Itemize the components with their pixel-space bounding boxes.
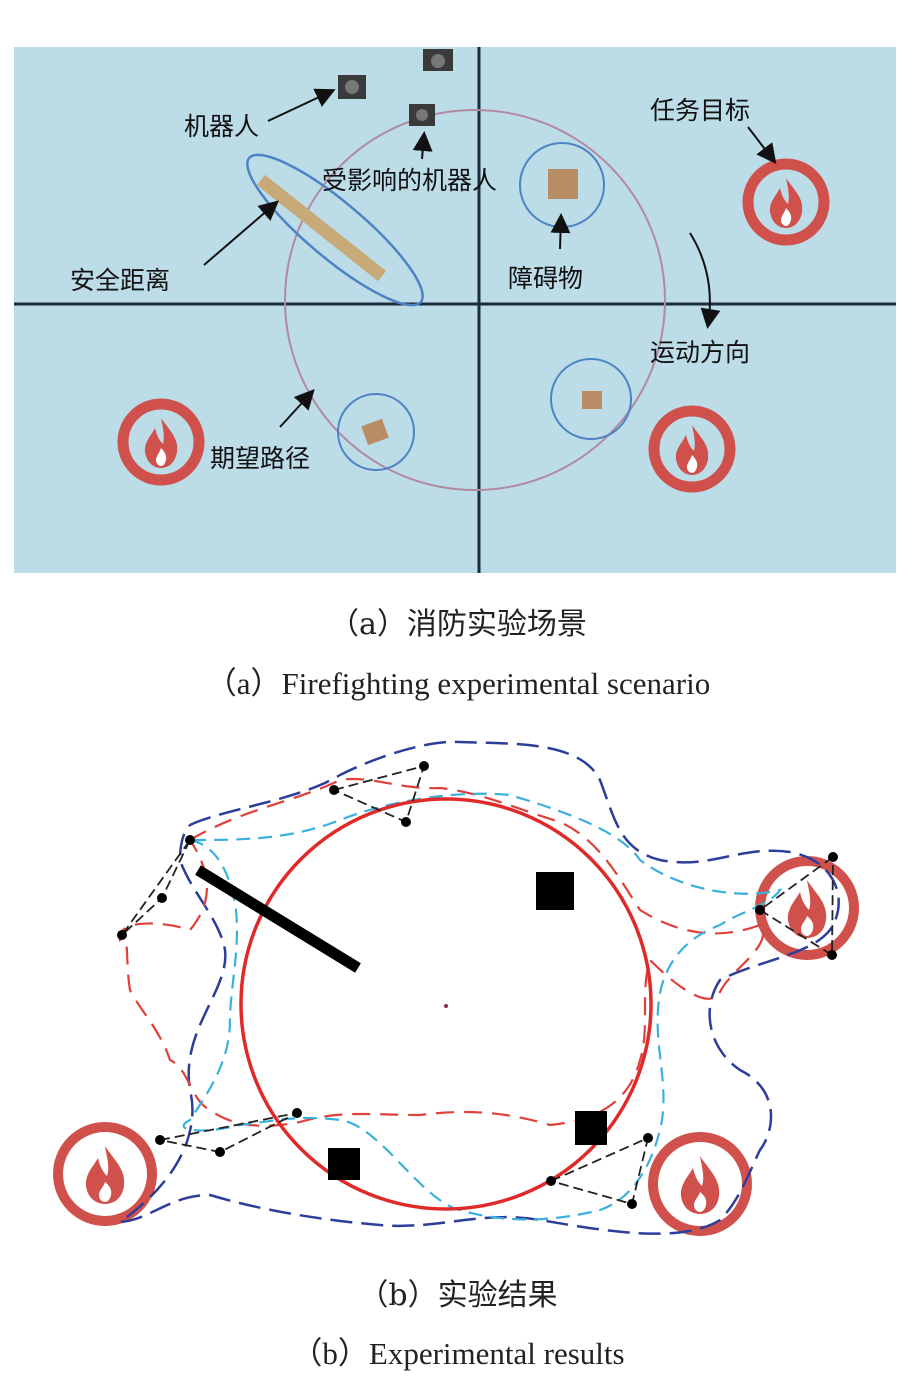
robot-dot-icon [117, 930, 127, 940]
obstacle-safety-circle [550, 358, 632, 440]
arrow-icon [550, 213, 571, 250]
robot-dots [117, 761, 838, 1209]
expected-path-circle [239, 797, 653, 1211]
obstacle-box-icon [361, 418, 389, 446]
robot-dot-icon [827, 950, 837, 960]
obstacle-box-icon [582, 391, 602, 409]
label-obstacle: 障碍物 [508, 264, 583, 293]
arrow-icon [412, 131, 433, 160]
robot-dot-icon [755, 905, 765, 915]
obstacle-square-icon [575, 1111, 607, 1145]
label-affected-robot: 受影响的机器人 [322, 166, 497, 195]
robot-dot-icon [185, 835, 195, 845]
label-safe-distance: 安全距离 [70, 266, 170, 295]
fire-icon [653, 1137, 747, 1231]
robot-dot-icon [157, 893, 167, 903]
safety-distance-ellipse [246, 153, 424, 307]
obstacle-box-icon [548, 169, 578, 199]
robot-icon [423, 49, 453, 71]
trajectory-cyan [182, 792, 783, 1221]
label-expected-path: 期望路径 [210, 444, 310, 473]
trajectory-red [118, 777, 764, 1127]
robot-dot-icon [329, 785, 339, 795]
robot-icon [409, 104, 435, 126]
arrow-icon [279, 389, 315, 428]
caption-b-en: （b）Experimental results [291, 1336, 625, 1371]
wall-bar [256, 174, 387, 282]
robot-dot-icon [546, 1176, 556, 1186]
caption-a-zh: （a）消防实验场景 [329, 607, 587, 642]
scenario-photo: 机器人 受影响的机器人 任务目标 安全距离 障碍物 运动方向 期望路径 [14, 47, 896, 573]
robot-dot-icon [643, 1133, 653, 1143]
robot-dot-icon [627, 1199, 637, 1209]
motion-direction-arrow [689, 232, 721, 329]
label-motion-direction: 运动方向 [650, 338, 750, 367]
trajectory-navy [115, 740, 840, 1235]
formation-links [121, 764, 834, 1206]
results-plot [40, 740, 870, 1260]
caption-a-en: （a）Firefighting experimental scenario [205, 666, 711, 701]
wall-bar-icon [195, 865, 361, 973]
label-robot: 机器人 [184, 112, 259, 141]
obstacle-square-icon [536, 872, 574, 910]
robot-dot-icon [215, 1147, 225, 1157]
robot-dot-icon [292, 1108, 302, 1118]
arrow-icon [747, 126, 777, 165]
robot-dot-icon [419, 761, 429, 771]
arrow-icon [203, 200, 280, 266]
arrow-icon [267, 88, 336, 122]
obstacle-square-icon [328, 1148, 360, 1180]
floor-background [14, 47, 896, 573]
obstacle-safety-circle [337, 393, 415, 471]
robot-icon [338, 75, 366, 99]
expected-path-circle [284, 109, 666, 491]
robot-dot-icon [401, 817, 411, 827]
center-dot [444, 1004, 448, 1008]
caption-b-zh: （b）实验结果 [358, 1278, 558, 1313]
robot-dot-icon [155, 1135, 165, 1145]
robot-dot-icon [828, 852, 838, 862]
label-task-target: 任务目标 [650, 96, 750, 125]
